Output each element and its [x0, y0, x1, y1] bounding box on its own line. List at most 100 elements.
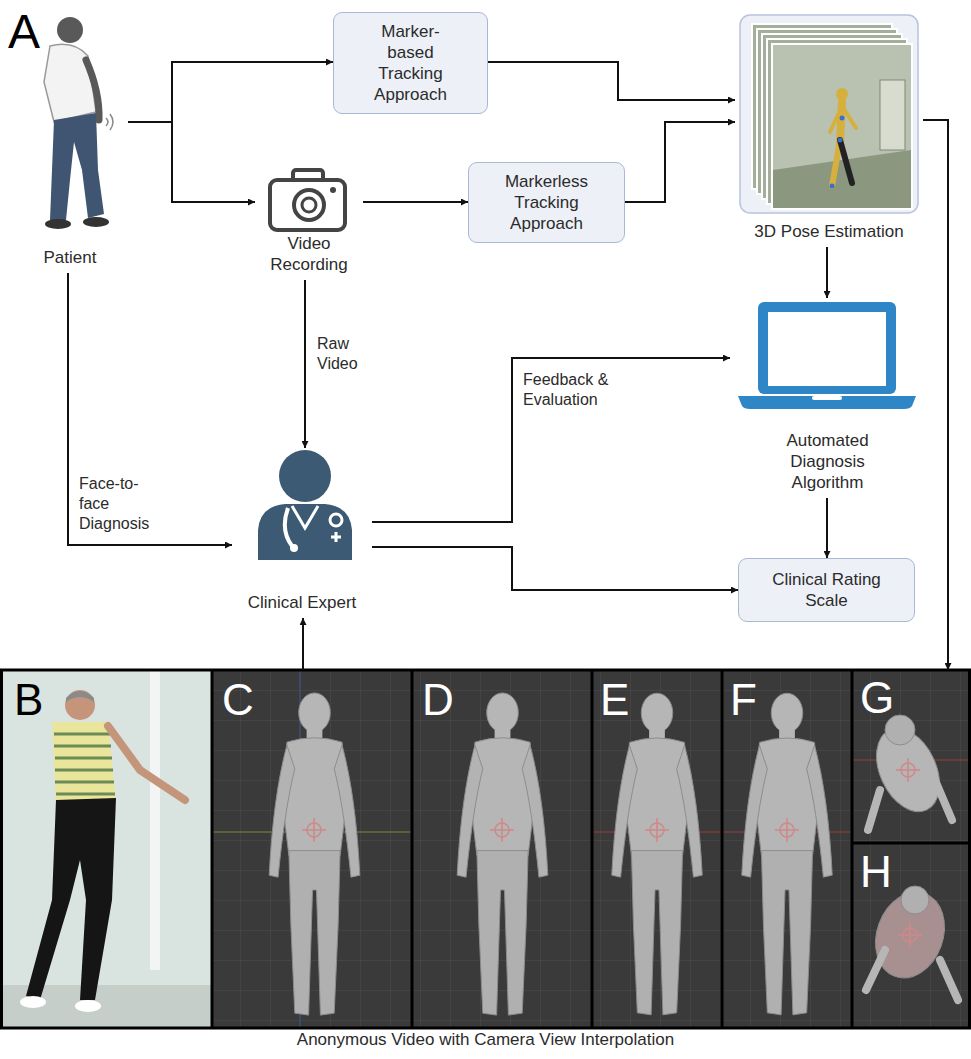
- video-panel: Anonymous Video with Camera View Interpo…: [0, 670, 971, 1055]
- node-label: Patient: [44, 247, 97, 268]
- flow-arrow: [826, 247, 828, 298]
- patient-figure: [106, 114, 113, 130]
- patient-figure: [45, 219, 71, 229]
- anonymized-video-panels: [26, 798, 116, 1000]
- flow-arrow: [488, 62, 735, 100]
- anonymized-video-panels: [0, 670, 212, 1028]
- anonymized-video-panels: [108, 726, 185, 800]
- flow-arrow: [372, 358, 730, 522]
- anonymized-video-panels: [212, 670, 971, 1028]
- anonymized-video-panels: [0, 670, 971, 1028]
- anonymized-video-panels: [269, 693, 360, 1015]
- flow-arrow: [625, 122, 735, 202]
- laptop-icon: [812, 396, 842, 400]
- edge-label: Raw Video: [315, 334, 379, 374]
- flow-arrow: [304, 280, 306, 448]
- anonymized-video-panels: [2, 670, 970, 1028]
- anonymized-video-panels: [896, 758, 920, 782]
- anonymized-video-panels: [898, 923, 922, 947]
- flow-arrow: [68, 273, 232, 545]
- camera-icon: [330, 187, 336, 193]
- pose-node: 3D Pose Estimation: [735, 15, 923, 247]
- panel-letter: A: [8, 8, 40, 56]
- clinician-icon: [292, 506, 318, 528]
- panel-letter: B: [14, 678, 43, 722]
- clinician-icon: [330, 514, 342, 526]
- patient-figure: [83, 217, 109, 227]
- pose-estimation-frames: [830, 106, 856, 132]
- anonymized-video-panels: [20, 996, 46, 1008]
- node-label: Video Recording: [261, 233, 357, 275]
- anonymized-video-panels: [0, 670, 971, 1028]
- anonymized-video-panels: [490, 818, 514, 842]
- pose-estimation-frames: [830, 184, 835, 189]
- pose-estimation-frames: [740, 15, 918, 213]
- anonymized-video-panels: [212, 670, 971, 1028]
- clinician-icon: [290, 544, 298, 552]
- clinician-icon: [258, 504, 352, 560]
- anonymized-video-panels: [612, 693, 702, 1015]
- anonymized-video-panels: [75, 1000, 101, 1012]
- anonymized-video-panels: [150, 670, 160, 970]
- laptop-icon: [768, 312, 886, 386]
- flow-arrow: [826, 498, 828, 558]
- anonymized-video-panels: [65, 690, 95, 720]
- patient-figure: [50, 113, 104, 220]
- anonymized-video-panels: [457, 693, 548, 1015]
- clinician-icon: [258, 450, 352, 560]
- patient-figure: [44, 17, 113, 229]
- laptop-icon: [738, 302, 916, 409]
- pose-estimation-frames: [840, 140, 852, 183]
- pose-estimation-frames: [838, 138, 843, 143]
- anonymized-video-panels: [52, 722, 116, 806]
- camera-node: Video Recording: [255, 165, 363, 280]
- clinician-node: Clinical Expert: [232, 448, 372, 618]
- camera-icon: [270, 180, 345, 230]
- camera-icon: [294, 190, 324, 220]
- anonymized-video-panels: [302, 818, 326, 842]
- process-box: Markerless Tracking Approach: [468, 162, 625, 243]
- anonymized-video-panels: [66, 691, 94, 702]
- laptop-icon: [738, 396, 916, 409]
- node-label: Anonymous Video with Camera View Interpo…: [297, 1029, 674, 1050]
- process-box: Marker-based Tracking Approach: [333, 12, 488, 114]
- anonymized-video-panels: [868, 780, 952, 830]
- node-label: Marker-based Tracking Approach: [367, 21, 455, 105]
- panel-letter: E: [600, 678, 629, 722]
- clinician-icon: [331, 532, 341, 542]
- panel-letter: G: [860, 676, 894, 720]
- node-label: Markerless Tracking Approach: [497, 171, 597, 234]
- flow-arrow: [302, 618, 304, 670]
- panel-letter: F: [730, 678, 757, 722]
- panel-letter: D: [422, 678, 454, 722]
- anonymized-video-panels: [302, 758, 922, 947]
- anonymized-video-panels: [866, 950, 958, 1000]
- patient-figure: [86, 60, 99, 120]
- flow-arrow: [363, 201, 468, 203]
- node-label: 3D Pose Estimation: [754, 221, 903, 242]
- output-box: Clinical Rating Scale: [738, 558, 915, 622]
- anonymized-video-panels: [742, 693, 832, 1015]
- pose-estimation-frames: [880, 80, 905, 150]
- patient-figure: [44, 44, 96, 122]
- panel-letter: H: [860, 850, 892, 894]
- clinician-icon: [285, 508, 292, 546]
- pose-estimation-frames: [740, 15, 918, 213]
- anonymized-video-panels: [901, 886, 929, 914]
- node-label: Clinical Rating Scale: [772, 569, 882, 611]
- anonymized-video-panels: [54, 734, 115, 794]
- flow-arrow: [128, 62, 333, 122]
- anonymized-video-panels: [775, 818, 799, 842]
- algorithm-node: Automated Diagnosis Algorithm: [730, 298, 925, 498]
- anonymized-video-panels: [645, 818, 669, 842]
- edge-label: Feedback & Evaluation: [521, 370, 635, 410]
- patient-figure: [57, 17, 83, 43]
- pose-estimation-frames: [832, 140, 840, 186]
- clinician-icon: [279, 450, 331, 502]
- camera-icon: [270, 170, 345, 230]
- flow-arrow: [128, 122, 255, 202]
- panel-letter: C: [222, 678, 254, 722]
- camera-icon: [302, 198, 316, 212]
